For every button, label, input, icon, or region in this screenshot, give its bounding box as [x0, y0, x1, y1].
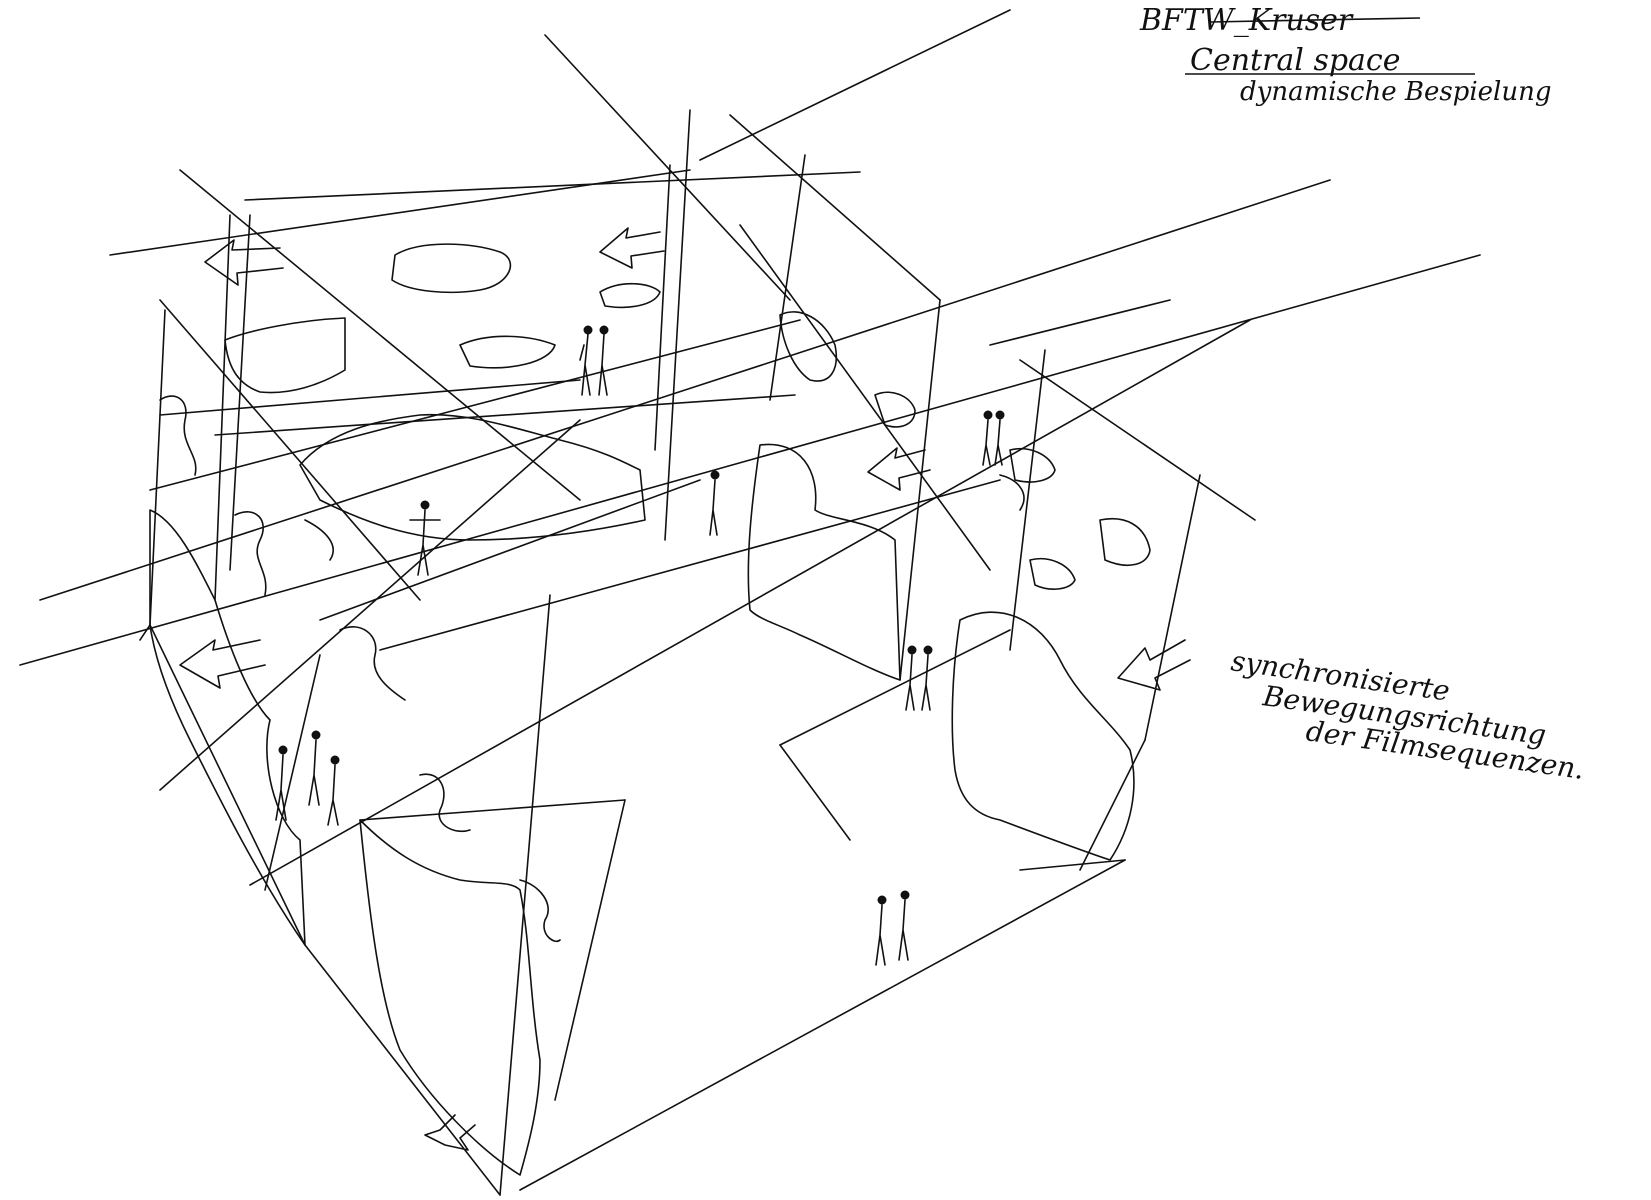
wave-motifs — [159, 395, 1025, 942]
floor-lines — [359, 739, 1146, 1191]
arrow-left-icon — [1117, 639, 1191, 691]
figure — [709, 470, 720, 536]
frame-verticals — [139, 109, 1201, 1196]
header-line-3: dynamische Bespielung — [1240, 77, 1551, 107]
figure — [409, 500, 441, 576]
figure-group — [275, 730, 340, 826]
figure-pair — [982, 410, 1005, 466]
figure-pair — [579, 325, 609, 396]
figure-pair — [875, 890, 910, 966]
human-figures — [275, 325, 1005, 966]
figure-pair — [905, 645, 933, 711]
construction-lines — [19, 9, 1481, 886]
arrow-left-icon — [179, 639, 266, 689]
arrow-left-icon — [424, 1114, 476, 1151]
arrow-left-icon — [867, 447, 931, 491]
header-line-2: Central space — [1190, 43, 1400, 78]
arrow-left-icon — [599, 227, 665, 269]
film-screen-panels — [149, 243, 1151, 1176]
header-note: BFTW_Kruser Central space dynamische Bes… — [1139, 3, 1551, 107]
side-annotation: synchronisierte Bewegungsrichtung der Fi… — [1229, 644, 1586, 786]
arrow-left-icon — [204, 239, 284, 286]
direction-arrows — [179, 227, 1191, 1151]
